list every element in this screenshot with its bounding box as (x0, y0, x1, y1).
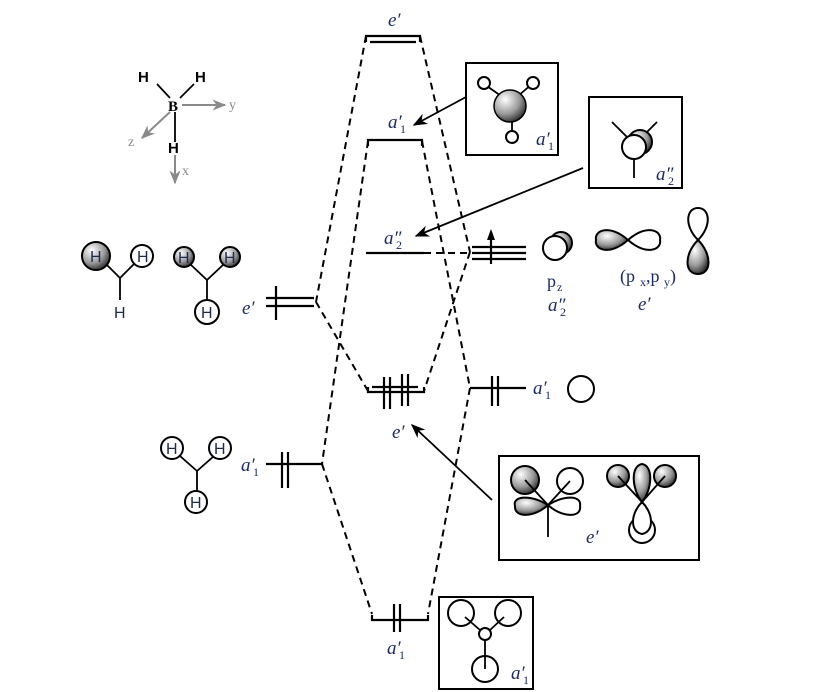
h-label: H (178, 250, 190, 267)
y-axis-label: y (229, 98, 236, 113)
pointer-arrow (410, 424, 493, 501)
px-shaded-lobe (594, 229, 630, 251)
a1-antibonding-label: a′ (388, 112, 403, 133)
pz-sym-label: a″ (548, 295, 567, 316)
svg-text:y: y (664, 275, 670, 289)
a2-sub: 2 (396, 238, 402, 252)
pz-label: p (547, 271, 556, 291)
a1-antibonding-level (366, 138, 424, 146)
h-atom-label: H (168, 140, 179, 157)
pxpy-label: (p (620, 266, 635, 287)
x-axis-label: x (182, 164, 189, 179)
h-orbital-shaded (81, 241, 111, 271)
h-orbital-shaded (219, 246, 241, 268)
pointer-arrow (412, 96, 467, 126)
h-label: H (214, 441, 226, 458)
h-label: H (137, 249, 149, 266)
correlation-lines (315, 35, 471, 615)
h-label: H (201, 305, 213, 322)
right-a1-sub: 1 (545, 388, 551, 402)
boron-s-orbital (567, 375, 595, 403)
h-orbital (160, 436, 184, 460)
correlation-line (321, 463, 373, 615)
right-a1-label: a′ (533, 378, 548, 399)
pz-sym-sub: 2 (560, 305, 566, 319)
h-orbital (184, 490, 208, 514)
py-open-lobe (687, 206, 709, 242)
h-label: H (166, 441, 178, 458)
correlation-line (419, 35, 471, 253)
coordinate-frame: H H B H y z x (128, 69, 236, 185)
correlation-line (315, 301, 369, 392)
h-orbital (130, 244, 154, 268)
h-label: H (190, 495, 202, 512)
pz-front-lobe (542, 235, 568, 261)
mo-levels: e′ a′ 1 a″ 2 e′ a′ 1 (364, 10, 430, 662)
pointer-arrow (414, 167, 584, 237)
h-orbital-shaded (173, 246, 195, 268)
h3-fragment-levels: e′ a′ 1 (241, 286, 322, 488)
correlation-line (315, 35, 367, 303)
top-e-label: e′ (388, 10, 401, 31)
boron-s-orbital (493, 89, 527, 123)
mid-e-label: e′ (392, 422, 405, 443)
py-shaded-lobe (686, 238, 710, 276)
z-axis-arrow (140, 111, 171, 139)
svg-text:,p: ,p (646, 266, 660, 286)
correlation-line (423, 251, 471, 392)
box-a2: a″ 2 (588, 96, 683, 189)
z-axis-label: z (128, 135, 134, 150)
svg-text:a′: a′ (511, 663, 526, 684)
correlation-line (421, 140, 471, 389)
left-a1-label: a′ (241, 455, 256, 476)
bottom-a1-label: a′ (387, 638, 402, 659)
boron-atom-label: B (168, 99, 178, 115)
svg-text:2: 2 (668, 174, 674, 188)
box-e: e′ (498, 455, 700, 561)
h3-e-salc-1: H H H (81, 241, 154, 322)
boron-fragment-levels: a′ 1 (470, 229, 595, 406)
a1-antibonding-sub: 1 (400, 122, 406, 136)
left-a1-sub: 1 (253, 465, 259, 479)
top-e-level (364, 34, 422, 42)
b-h-bond (156, 83, 171, 99)
bottom-a1-sub: 1 (399, 648, 405, 662)
h-atom-label: H (195, 69, 206, 86)
box-a1-bonding: a′ 1 (438, 596, 534, 690)
svg-text:a′: a′ (536, 129, 551, 150)
svg-text:): ) (670, 266, 676, 287)
correlation-line (321, 140, 369, 465)
svg-text:1: 1 (523, 673, 529, 687)
a2-label: a″ (384, 228, 403, 249)
b-h-bond (179, 83, 195, 99)
svg-text:x: x (640, 275, 646, 289)
h-label: H (114, 305, 126, 322)
h-orbital (208, 436, 232, 460)
svg-text:a″: a″ (656, 164, 675, 185)
correlation-line (427, 387, 471, 615)
box-a1-antibonding: a′ 1 (465, 62, 559, 156)
px-open-lobe (626, 229, 662, 251)
svg-text:e′: e′ (586, 527, 599, 548)
h3-e-salc-2: H H H (173, 246, 241, 325)
mid-e-level (366, 387, 426, 394)
h-label: H (224, 250, 236, 267)
h-atom-label: H (138, 69, 149, 86)
boron-p-orbitals: p z a″ 2 (p x ,p y ) e′ (542, 206, 710, 319)
pz-sub: z (557, 280, 562, 294)
left-e-label: e′ (242, 298, 255, 319)
h-orbital (194, 299, 220, 325)
h3-a1-salc: H H H (160, 436, 232, 514)
h-label: H (90, 249, 102, 266)
svg-text:1: 1 (548, 139, 554, 153)
pxpy-sym-label: e′ (638, 294, 651, 315)
